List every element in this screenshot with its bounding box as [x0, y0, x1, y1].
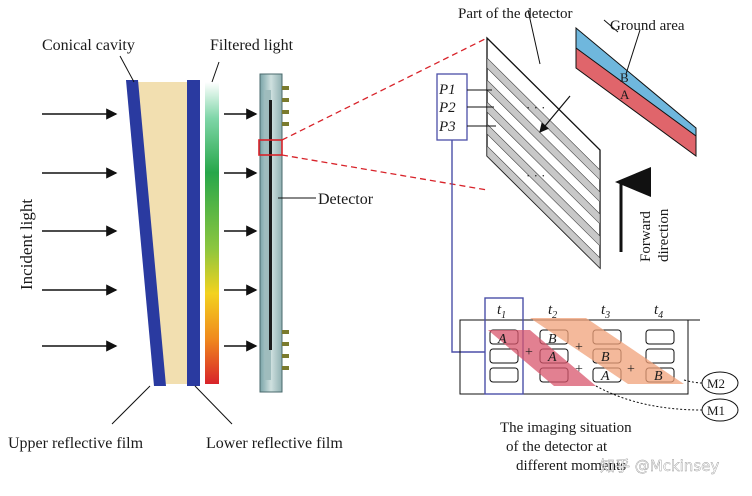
detector-plate — [259, 73, 289, 393]
filtered-light-label: Filtered light — [210, 37, 294, 54]
row-label-p1: P1 — [438, 82, 456, 98]
part-of-detector-label: Part of the detector — [458, 6, 573, 22]
time-label-t3: t3 — [601, 302, 610, 321]
caption-line-3: different moments — [516, 458, 626, 474]
ground-mark-a: A — [620, 87, 630, 102]
caption-line-1: The imaging situation — [500, 420, 632, 436]
lower-reflective-film — [187, 80, 200, 386]
caption-line-2: of the detector at — [506, 439, 608, 455]
imaging-table — [459, 297, 700, 395]
detector-callout-box — [258, 139, 283, 156]
plus-3: + — [575, 362, 583, 377]
row-label-frame — [436, 73, 468, 141]
m1-label: M1 — [707, 403, 725, 418]
conical-cavity-label: Conical cavity — [42, 37, 135, 54]
cell-b-t4: B — [654, 369, 663, 384]
forward-label: Forward — [638, 211, 654, 262]
filtered-light-bar — [205, 82, 219, 384]
incident-light-label: Incident light — [17, 199, 36, 290]
row-label-p3: P3 — [438, 119, 456, 135]
plus-1: + — [525, 345, 533, 360]
time-label-t2: t2 — [548, 302, 557, 321]
detector-dots-lower: · · · — [526, 168, 546, 183]
lower-film-label: Lower reflective film — [206, 435, 343, 452]
upper-film-label: Upper reflective film — [8, 435, 144, 452]
filtered-arrows — [224, 108, 258, 352]
purple-connector — [451, 140, 485, 353]
detector-label: Detector — [318, 191, 374, 208]
m2-label: M2 — [707, 376, 725, 391]
m1-marker — [701, 398, 739, 422]
plus-2: + — [575, 340, 583, 355]
watermark: 知乎 @Mckinsey — [600, 457, 719, 475]
cell-b-t2: B — [548, 332, 557, 347]
detector-dots-upper: · · · — [526, 100, 546, 115]
cell-a-t1: A — [497, 332, 507, 347]
time-label-t1: t1 — [497, 302, 506, 321]
detector-part — [486, 9, 601, 270]
direction-label: direction — [656, 208, 672, 262]
cell-a-t3: A — [600, 369, 610, 384]
ground-mark-b: B — [620, 70, 629, 85]
ground-area — [575, 26, 697, 157]
cell-b-t3: B — [601, 350, 610, 365]
m2-marker — [701, 371, 739, 395]
row-label-p2: P2 — [438, 100, 456, 116]
upper-reflective-film — [126, 80, 166, 386]
time-label-t4: t4 — [654, 302, 663, 321]
m1-leader — [595, 385, 703, 411]
cell-a-t2: A — [547, 350, 557, 365]
plus-4: + — [627, 362, 635, 377]
m2-leader — [683, 379, 703, 384]
ground-area-label: Ground area — [610, 18, 685, 34]
incident-arrows — [42, 108, 118, 352]
